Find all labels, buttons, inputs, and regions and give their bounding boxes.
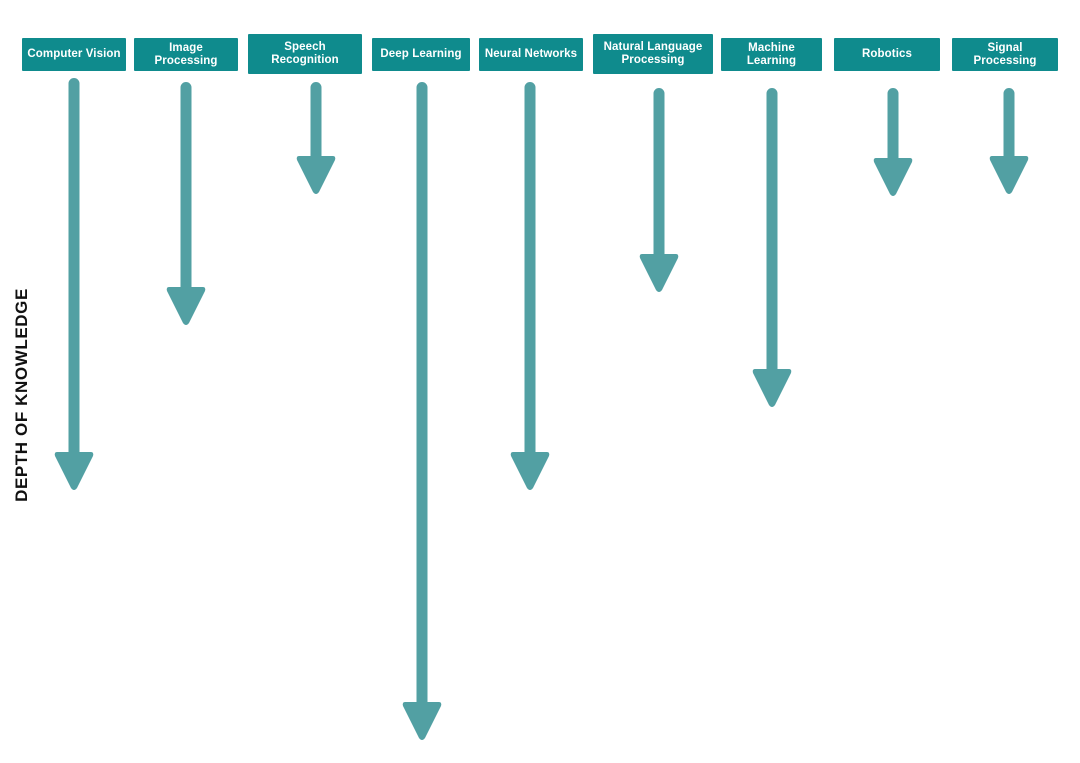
arrow-shaft	[766, 88, 778, 371]
topic-label-box[interactable]: Robotics	[834, 38, 940, 71]
arrow-head	[752, 369, 792, 407]
arrow-shaft	[887, 88, 899, 160]
depth-arrow	[296, 82, 336, 194]
arrow-head	[402, 702, 442, 740]
arrow-head	[510, 452, 550, 490]
topic-label-box[interactable]: Image Processing	[134, 38, 238, 71]
depth-arrow	[752, 88, 792, 407]
arrow-head	[166, 287, 206, 325]
arrow-shaft	[180, 82, 192, 289]
topic-label-text: Signal Processing	[973, 41, 1037, 67]
topic-label-text: Neural Networks	[484, 48, 578, 60]
axis-label-depth-of-knowledge: DEPTH OF KNOWLEDGE	[0, 0, 44, 763]
topic-label-text: Deep Learning	[380, 48, 462, 60]
topic-label-box[interactable]: Deep Learning	[372, 38, 470, 71]
depth-arrow	[402, 82, 442, 740]
depth-arrow	[639, 88, 679, 292]
topic-label-text: Machine Learning	[746, 41, 797, 67]
topic-label-text: Robotics	[862, 48, 912, 60]
topic-label-box[interactable]: Machine Learning	[721, 38, 822, 71]
depth-arrow	[510, 82, 550, 490]
topic-label-box[interactable]: Neural Networks	[479, 38, 583, 71]
depth-arrow	[873, 88, 913, 196]
arrow-shaft	[653, 88, 665, 256]
arrow-head	[873, 158, 913, 196]
topic-label-text: Image Processing	[154, 41, 218, 67]
arrow-shaft	[1003, 88, 1015, 158]
arrow-shaft	[68, 78, 80, 454]
depth-arrow	[54, 78, 94, 490]
topic-label-text: Computer Vision	[27, 48, 121, 60]
arrow-head	[296, 156, 336, 194]
axis-label-text: DEPTH OF KNOWLEDGE	[12, 288, 31, 502]
topic-label-box[interactable]: Signal Processing	[952, 38, 1058, 71]
depth-arrow	[989, 88, 1029, 194]
arrow-shaft	[310, 82, 322, 158]
topic-label-box[interactable]: Computer Vision	[22, 38, 126, 71]
arrow-shaft	[524, 82, 536, 454]
depth-arrow	[166, 82, 206, 325]
arrow-head	[989, 156, 1029, 194]
arrow-head	[639, 254, 679, 292]
arrow-shaft	[416, 82, 428, 704]
arrow-head	[54, 452, 94, 490]
